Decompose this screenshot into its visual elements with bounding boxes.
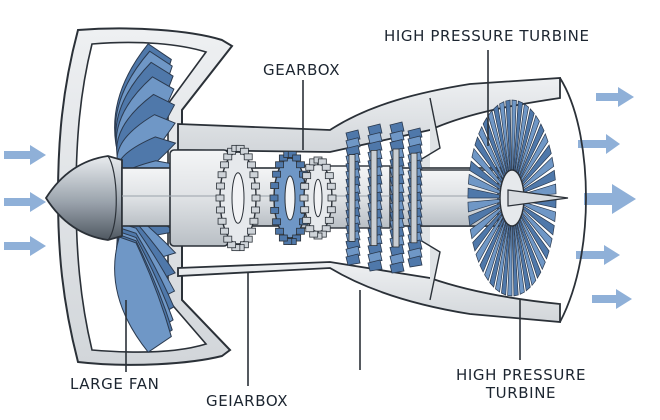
- gear-tooth: [243, 235, 253, 243]
- gear-tooth: [216, 206, 225, 214]
- gear-tooth: [324, 216, 334, 224]
- gear-tooth: [272, 170, 281, 178]
- compressor-blade: [389, 130, 405, 143]
- compressor-blade: [407, 255, 423, 268]
- compressor-blade: [367, 140, 383, 153]
- gear-tooth: [223, 153, 233, 161]
- compressor-disc: [370, 149, 378, 246]
- label-large-fan: LARGE FAN: [70, 375, 160, 393]
- gear-hub: [231, 172, 245, 224]
- exhaust-arrows: [576, 87, 636, 309]
- gear-tooth: [326, 182, 336, 190]
- compressor-disc: [348, 154, 356, 242]
- gear-tooth: [296, 161, 305, 169]
- gear-tooth: [324, 172, 334, 180]
- gear-tooth: [249, 217, 259, 225]
- arrow-right-icon: [4, 145, 46, 165]
- arrow-right-icon: [576, 245, 620, 265]
- arrow-right-icon: [596, 87, 634, 107]
- gear-tooth: [270, 206, 280, 214]
- gear-tooth: [327, 194, 337, 202]
- gear-tooth: [243, 153, 253, 161]
- gear-tooth: [215, 194, 225, 202]
- gear-tooth: [251, 194, 261, 202]
- compressor-disc: [392, 148, 400, 248]
- gear-tooth: [296, 227, 305, 235]
- gear-tooth: [272, 218, 281, 226]
- gear-tooth: [239, 147, 249, 155]
- gear-tooth: [302, 172, 312, 180]
- compressor-disc: [410, 152, 418, 244]
- gear-tooth: [223, 235, 233, 243]
- arrow-right-icon: [592, 289, 632, 309]
- gear-tooth: [227, 241, 237, 249]
- gear-tooth: [302, 216, 312, 224]
- gear-hub: [313, 178, 323, 218]
- gear-tooth: [305, 225, 315, 233]
- gear-hub: [284, 175, 296, 221]
- gear-tooth: [247, 227, 256, 235]
- gear-tooth: [249, 171, 259, 179]
- leader-lines: [125, 50, 521, 386]
- fan-blade: [114, 236, 172, 353]
- arrow-right-icon: [4, 192, 46, 212]
- gear-tooth: [278, 234, 288, 242]
- gearbox-gears: [215, 144, 337, 252]
- compressor-blade: [367, 259, 383, 272]
- gear-tooth: [321, 163, 331, 171]
- arrow-right-icon: [4, 236, 46, 256]
- gear-tooth: [269, 194, 279, 202]
- label-high-pressure-turbine-top: HIGH PRESSURE TURBINE: [384, 27, 590, 45]
- compressor-blade: [345, 253, 361, 266]
- compressor-blade: [367, 251, 383, 263]
- compressor-blade: [389, 139, 405, 151]
- gear-tooth: [292, 154, 302, 162]
- gear-tooth: [300, 182, 310, 190]
- gear-tooth: [220, 161, 229, 169]
- turbine-disc: [467, 99, 569, 297]
- label-line-2: TURBINE: [485, 384, 557, 402]
- compressor-blade: [367, 132, 383, 144]
- gear-tooth: [220, 227, 229, 235]
- arrow-right-icon: [584, 184, 636, 214]
- gear-tooth: [326, 206, 336, 214]
- compressor-blade: [367, 123, 383, 136]
- gear-tooth: [299, 194, 309, 202]
- arrow-right-icon: [578, 134, 620, 154]
- gear-tooth: [270, 182, 280, 190]
- gear-tooth: [216, 182, 225, 190]
- label-gearbox-top: GEARBOX: [263, 61, 341, 79]
- gear-tooth: [251, 206, 260, 214]
- label-high-pressure-turbine-bottom: HIGH PRESSURE TURBINE: [456, 366, 586, 402]
- exhaust-cone: [507, 189, 569, 207]
- compressor-blade: [389, 261, 405, 274]
- gear-tooth: [247, 161, 256, 169]
- gear-tooth: [300, 206, 310, 214]
- nose-cone: [44, 155, 123, 241]
- gear-tooth: [275, 161, 284, 169]
- compressor-blade: [389, 121, 405, 134]
- compressor-stages: [345, 121, 423, 274]
- gear-tooth: [251, 182, 260, 190]
- gear-tooth: [275, 227, 284, 235]
- gear-tooth: [217, 171, 227, 179]
- gear-tooth: [217, 217, 227, 225]
- label-line-1: HIGH PRESSURE: [456, 366, 587, 384]
- compressor-blade: [389, 252, 405, 265]
- label-gearbox-bottom: GEIARBOX: [206, 392, 289, 410]
- inlet-arrows: [4, 145, 46, 256]
